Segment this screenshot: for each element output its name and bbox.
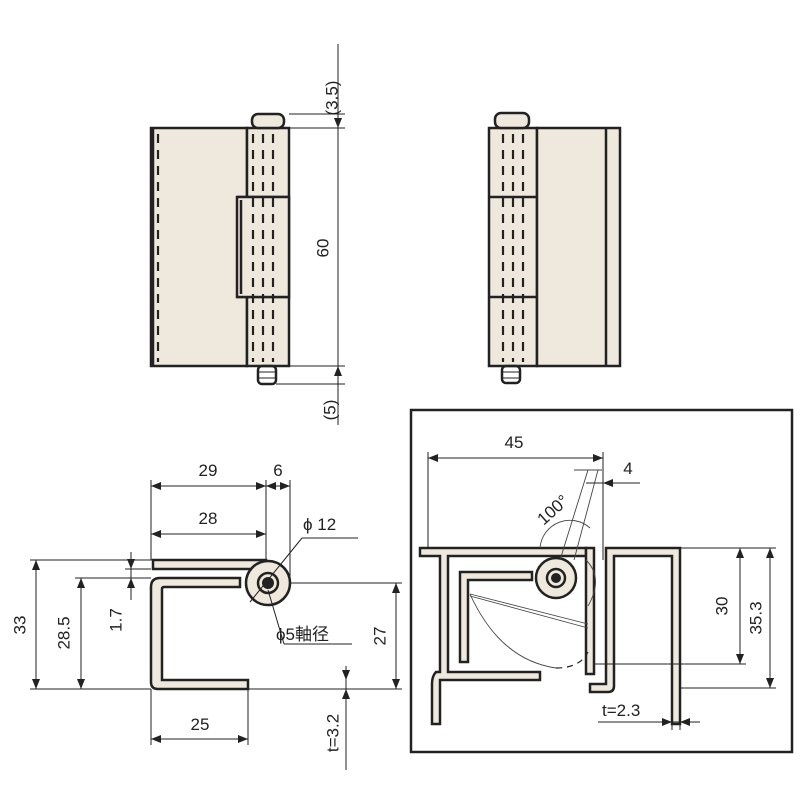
dim-width-6: 6 [273,461,282,480]
front-view: (3.5) 60 (5) [149,44,345,425]
dim-width-45: 45 [505,433,524,452]
rear-pin-cap-top [493,111,531,130]
detail-frame [409,408,794,754]
rear-view [487,111,622,385]
dim-height-27: 27 [371,627,390,646]
detail-inner-bracket [458,570,534,664]
rear-pin-bottom [500,364,522,385]
front-pin-cap-top [250,112,286,130]
dim-offset-4: 4 [623,459,632,478]
front-leaf-plate [149,126,249,368]
dim-thickness-3-2: t=3.2 [324,714,343,752]
dim-gap-1-7: 1.7 [107,608,126,632]
dim-height-35-3: 35.3 [747,601,766,634]
section-top-leaf [151,558,268,571]
detail-swing-arc [469,593,557,669]
dim-top-clearance: (3.5) [323,81,342,116]
dim-width-29: 29 [199,461,218,480]
dim-angle-100: 100° [534,491,573,529]
dim-thickness-2-3: t=2.3 [602,701,640,720]
dim-height-33: 33 [11,616,30,635]
dim-width-25: 25 [191,715,210,734]
dim-height-28-5: 28.5 [55,616,74,649]
dim-dia-12: ϕ 12 [303,515,336,534]
dim-bottom-clearance: (5) [321,400,340,421]
section-channel [149,576,250,691]
front-pin-bottom [256,364,278,386]
dim-pin-dia: ϕ5軸径 [276,625,329,644]
detail-door-profile [418,546,588,726]
dim-width-28: 28 [199,509,218,528]
dim-height-30: 30 [713,597,732,616]
installed-detail: 45 4 100° 30 35.3 t=2.3 [409,408,794,754]
dim-height: 60 [314,239,333,258]
detail-frame-profile [588,546,682,726]
section-view: 29 6 28 ϕ 12 ϕ5軸径 33 28.5 1.7 27 [11,461,402,770]
rear-leaf-plate [535,126,622,368]
